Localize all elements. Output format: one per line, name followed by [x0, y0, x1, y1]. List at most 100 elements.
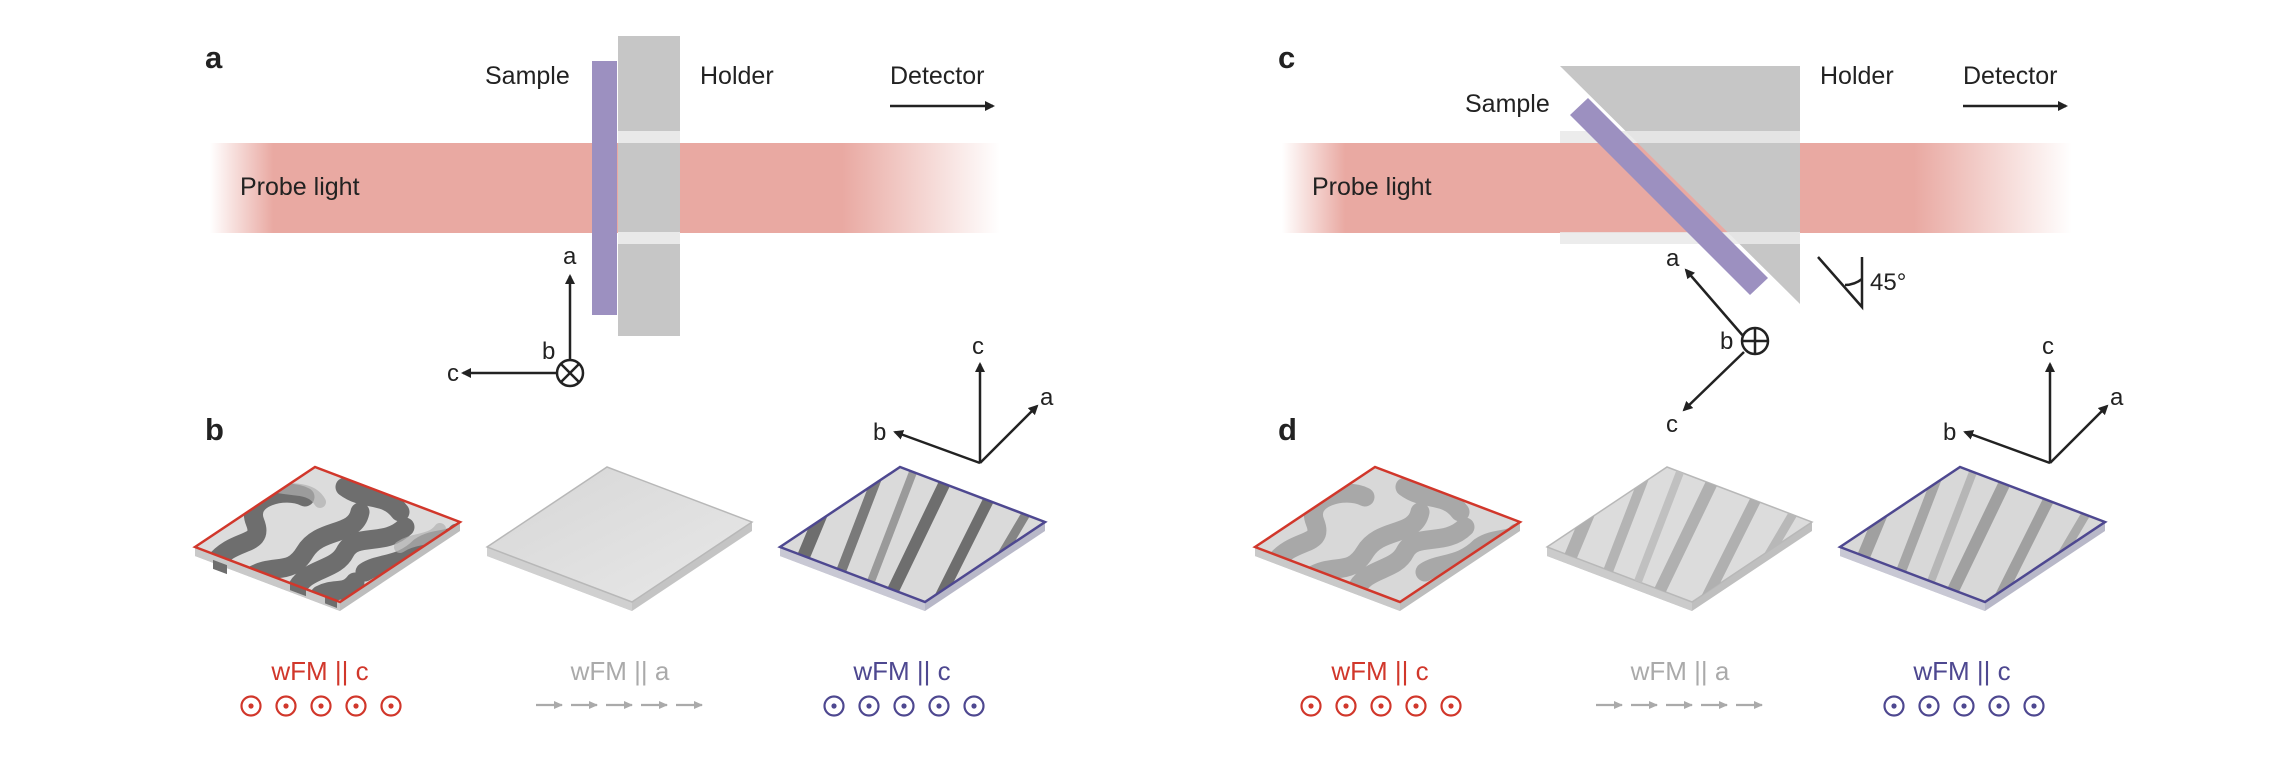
plate-wfm-c-maze	[192, 465, 463, 611]
holder-label: Holder	[1820, 62, 1894, 90]
crystal-axes-b: c a b	[873, 333, 1054, 465]
plate-wfm-c-maze	[1252, 465, 1523, 611]
out-of-page-icon	[1953, 695, 1975, 717]
out-of-page-dot	[353, 703, 359, 709]
axis-a-label: a	[1666, 245, 1680, 272]
panel-d-letter: d	[1278, 412, 1297, 447]
out-of-page-dot	[1413, 703, 1419, 709]
out-of-page-icon	[1300, 695, 1322, 717]
axis-c-label: c	[447, 360, 459, 387]
plate-wfm-a-stripes	[1545, 466, 1814, 611]
out-of-page-icon	[1335, 695, 1357, 717]
axis-b-label: b	[1720, 328, 1733, 355]
caption-wfm-c-1: wFM || c	[270, 656, 368, 686]
plate-wfm-c-stripes	[1837, 465, 2108, 611]
axis-c-arrow	[1682, 351, 1745, 412]
angle-label: 45°	[1870, 269, 1906, 296]
caption-wfm-c-2: wFM || c	[1912, 656, 2010, 686]
axis-b-label: b	[1943, 419, 1956, 446]
angle-marker: 45°	[1817, 256, 1906, 311]
panel-b-letter: b	[205, 412, 224, 447]
out-of-page-dot	[901, 703, 907, 709]
out-of-page-dot	[866, 703, 872, 709]
panel-a-letter: a	[205, 40, 223, 75]
panel-c: c Sample Holder Detector Probe light 45°…	[1278, 40, 2072, 438]
out-of-page-icon	[1405, 695, 1427, 717]
caption-wfm-c-2: wFM || c	[852, 656, 950, 686]
out-of-page-icons-purple	[1883, 695, 2045, 717]
axis-c-label: c	[972, 333, 984, 360]
panel-d: d c a b	[1252, 333, 2124, 717]
out-of-page-dot	[1996, 703, 2002, 709]
out-of-page-dot	[936, 703, 942, 709]
out-of-page-icon	[2023, 695, 2045, 717]
out-of-page-icon	[380, 695, 402, 717]
out-of-page-icon	[963, 695, 985, 717]
detector-label: Detector	[1963, 62, 2057, 90]
probe-light-label: Probe light	[1312, 173, 1432, 201]
sample-label: Sample	[1465, 90, 1550, 118]
panel-c-letter: c	[1278, 40, 1295, 75]
out-of-page-icons-purple	[823, 695, 985, 717]
crystal-axes-c: a b c	[1666, 245, 1770, 438]
caption-wfm-a: wFM || a	[570, 656, 670, 686]
axis-c-label: c	[2042, 333, 2054, 360]
out-of-page-icon	[858, 695, 880, 717]
axis-a-label: a	[1040, 384, 1054, 411]
out-of-page-dot	[1926, 703, 1932, 709]
out-of-page-icon	[1883, 695, 1905, 717]
sample-plate	[1570, 98, 1768, 295]
out-of-page-icon	[1440, 695, 1462, 717]
holder-aperture-top	[618, 131, 680, 143]
out-of-page-dot	[831, 703, 837, 709]
panel-b: b c a b	[192, 333, 1054, 717]
out-of-page-icon	[893, 695, 915, 717]
axis-a-arrow	[2049, 404, 2109, 464]
out-of-page-dot	[318, 703, 324, 709]
crystal-axes-d: c a b	[1943, 333, 2124, 465]
out-of-page-icon	[823, 695, 845, 717]
axis-a-arrow	[1684, 268, 1745, 338]
probe-light-label: Probe light	[240, 173, 360, 201]
sample-holder	[1560, 66, 1800, 304]
caption-wfm-a: wFM || a	[1630, 656, 1730, 686]
out-of-page-icon	[1370, 695, 1392, 717]
out-of-page-dot	[1308, 703, 1314, 709]
axis-b-label: b	[873, 419, 886, 446]
sample-holder	[618, 36, 680, 336]
holder-aperture-bottom	[618, 232, 680, 244]
sample-label: Sample	[485, 62, 570, 90]
out-of-page-icon	[1988, 695, 2010, 717]
out-of-page-dot	[1961, 703, 1967, 709]
plate-wfm-a-uniform	[485, 466, 754, 611]
axis-c-label: c	[1666, 411, 1678, 438]
axis-b-arrow	[893, 430, 981, 465]
out-of-page-dot	[971, 703, 977, 709]
out-of-page-icons-red	[240, 695, 402, 717]
out-of-page-dot	[283, 703, 289, 709]
panel-a: a Sample Holder Detector Probe light a b…	[205, 36, 1000, 388]
out-of-page-icon	[275, 695, 297, 717]
axis-b-arrow	[1963, 430, 2051, 465]
axis-a-arrow	[979, 404, 1039, 464]
out-of-page-icons-red	[1300, 695, 1462, 717]
out-of-page-icon	[1918, 695, 1940, 717]
out-of-page-icon	[928, 695, 950, 717]
out-of-page-dot	[248, 703, 254, 709]
caption-wfm-c-1: wFM || c	[1330, 656, 1428, 686]
sample-plate	[592, 61, 617, 315]
out-of-page-dot	[1343, 703, 1349, 709]
axis-b-label: b	[542, 338, 555, 365]
plate-wfm-c-stripes	[777, 465, 1048, 611]
out-of-page-dot	[1891, 703, 1897, 709]
out-of-page-dot	[1378, 703, 1384, 709]
out-of-page-dot	[388, 703, 394, 709]
axis-a-label: a	[2110, 384, 2124, 411]
out-of-page-icon	[310, 695, 332, 717]
axis-a-label: a	[563, 243, 577, 270]
crystal-axes-a: a b c	[447, 243, 585, 388]
out-of-page-dot	[1448, 703, 1454, 709]
detector-label: Detector	[890, 62, 984, 90]
out-of-page-icon	[345, 695, 367, 717]
